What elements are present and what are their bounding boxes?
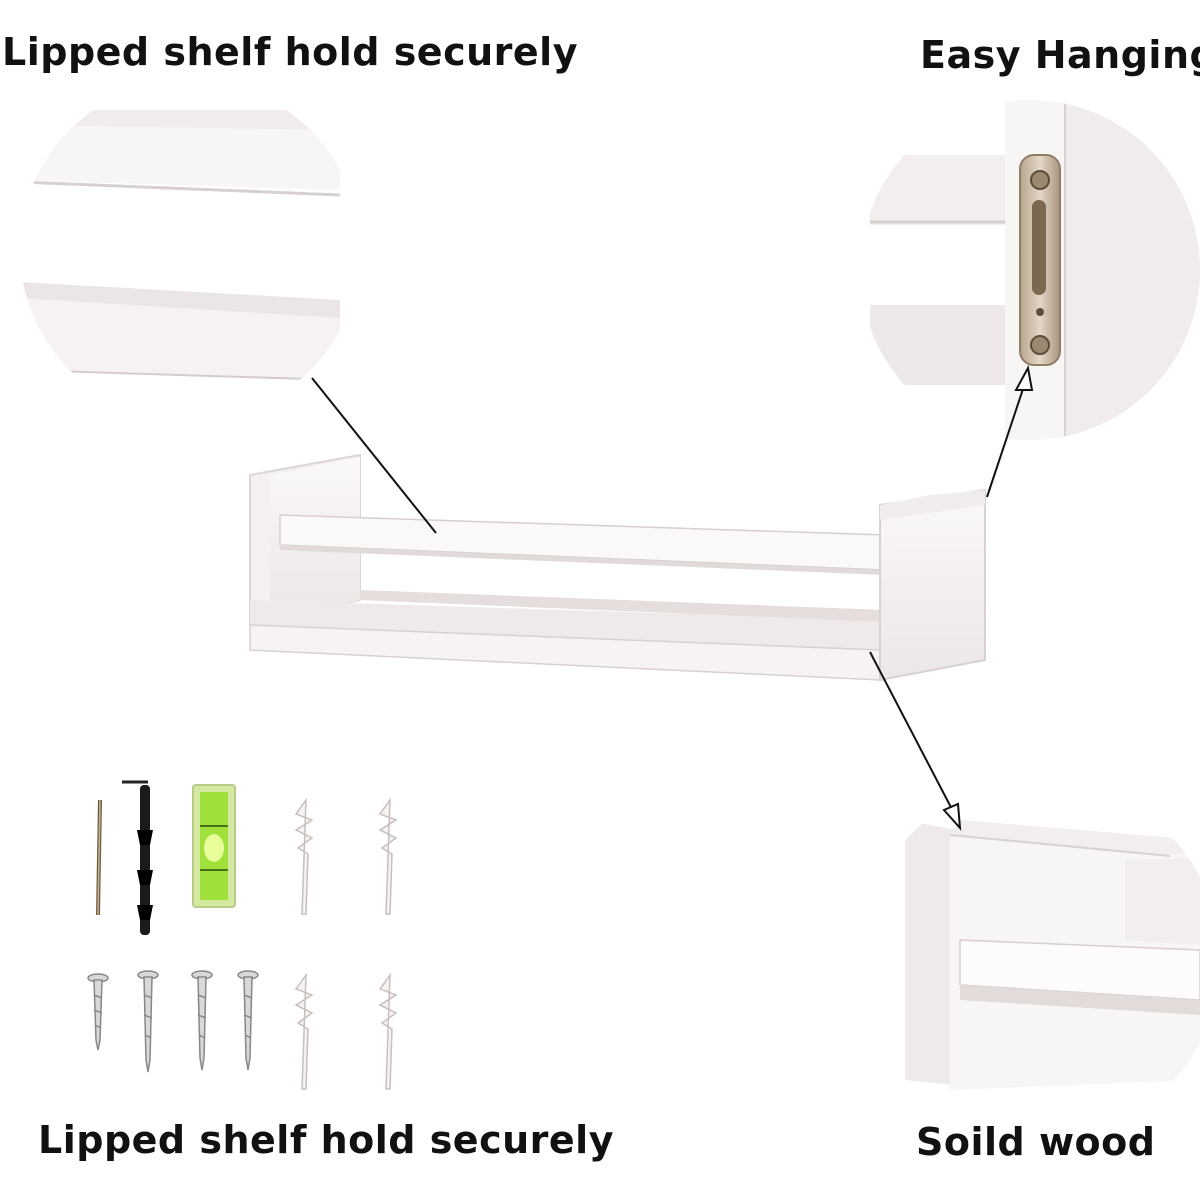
callout-line-solid-wood bbox=[869, 651, 956, 816]
zoom-detail-hanger bbox=[860, 100, 1200, 440]
pencil-icon bbox=[96, 799, 102, 916]
arrow-head-hanger bbox=[1014, 365, 1034, 391]
main-shelf bbox=[249, 453, 986, 682]
callout-line-lip bbox=[311, 377, 437, 534]
caption-lipped-shelf-bottom: Lipped shelf hold securely bbox=[38, 1118, 614, 1162]
screw-icon bbox=[87, 970, 259, 1073]
caption-lipped-shelf-top: Lipped shelf hold securely bbox=[2, 30, 578, 74]
zoom-detail-solid-wood bbox=[860, 780, 1200, 1140]
callout-line-hanger bbox=[986, 379, 1027, 498]
wall-anchor-icon bbox=[294, 797, 398, 1090]
arrow-head-solid-wood bbox=[942, 802, 962, 831]
spirit-level-icon bbox=[192, 784, 236, 908]
drill-bit-icon bbox=[122, 780, 153, 935]
callout-lines bbox=[311, 365, 1034, 831]
caption-solid-wood: Soild wood bbox=[916, 1120, 1156, 1164]
zoom-detail-lip bbox=[20, 80, 360, 420]
hardware-kit bbox=[87, 780, 398, 1090]
caption-easy-hanging: Easy Hanging bbox=[920, 33, 1200, 77]
